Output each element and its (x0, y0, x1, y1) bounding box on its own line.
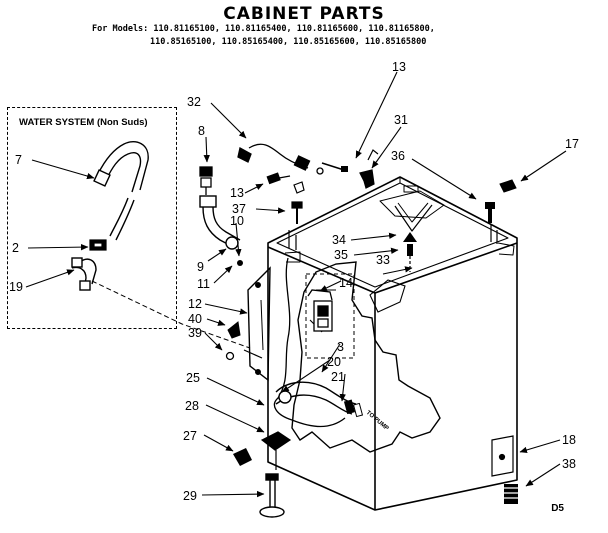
callout-25: 25 (186, 371, 200, 385)
callout-3: 3 (337, 340, 344, 354)
callout-10: 10 (230, 214, 244, 228)
screw-38 (504, 484, 518, 504)
callout-20: 20 (327, 355, 341, 369)
cabinet-cutaway (291, 261, 441, 453)
timer-block (307, 289, 333, 332)
screw-13-top-head (341, 166, 348, 172)
callout-14: 14 (339, 276, 353, 290)
callout-17: 17 (565, 137, 579, 151)
callout-8: 8 (198, 124, 205, 138)
screw-37 (291, 201, 303, 224)
callout-7: 7 (15, 153, 22, 167)
callout-13-top: 13 (392, 60, 406, 74)
control-zone-outline (305, 273, 355, 359)
bracket-28 (260, 431, 292, 470)
callout-31: 31 (394, 113, 408, 127)
ws-elbow-19 (71, 257, 97, 291)
brace-18 (491, 435, 514, 477)
diagram-code: D5 (551, 503, 564, 514)
part-35 (407, 244, 413, 256)
callout-11: 11 (197, 277, 210, 291)
callout-35: 35 (334, 248, 348, 262)
clip-27 (233, 448, 252, 466)
screw-13 (266, 172, 305, 194)
side-panel (247, 266, 271, 382)
callout-37: 37 (232, 202, 246, 216)
leveling-leg-29 (259, 473, 285, 518)
fill-hose-9 (199, 195, 241, 250)
callout-27: 27 (183, 429, 197, 443)
part-39-line (243, 349, 263, 359)
diagram-title: CABINET PARTS (223, 4, 385, 24)
part-34 (403, 232, 417, 242)
clip-40 (227, 321, 241, 339)
water-level-switch-wire (237, 143, 324, 175)
callout-28: 28 (185, 399, 199, 413)
callout-39: 39 (188, 326, 202, 340)
callout-21: 21 (331, 370, 345, 384)
ws-leader-line (91, 280, 251, 349)
models-line-2: 110.85165100, 110.85165400, 110.85165600… (150, 37, 427, 47)
callout-12: 12 (188, 297, 202, 311)
callout-40: 40 (188, 312, 202, 326)
callout-19: 19 (9, 280, 23, 294)
callout-32: 32 (187, 95, 201, 109)
callout-13-left: 13 (230, 186, 244, 200)
bracket-31 (359, 149, 379, 189)
water-system-box (7, 107, 177, 329)
models-line-1: For Models: 110.81165100, 110.81165400, … (92, 24, 435, 34)
ws-clamp-2 (89, 239, 107, 251)
callout-numbers: 13 31 32 8 36 17 7 13 37 34 2 10 35 33 9… (9, 60, 579, 503)
callout-29: 29 (183, 489, 197, 503)
screw-11 (237, 260, 243, 266)
callout-2: 2 (12, 241, 19, 255)
part-39 (225, 351, 235, 361)
callout-36: 36 (391, 149, 405, 163)
screw-13-top (321, 162, 345, 171)
callout-33: 33 (376, 253, 390, 267)
clip-17 (499, 179, 517, 193)
screw-36 (485, 202, 495, 223)
cabinet (267, 176, 518, 511)
water-system-label: WATER SYSTEM (Non Suds) (19, 117, 148, 128)
callout-18: 18 (562, 433, 576, 447)
leader-lines (25, 71, 567, 498)
outlet-clamp (343, 399, 364, 418)
ws-hose-7 (93, 141, 149, 241)
callout-38: 38 (562, 457, 576, 471)
to-pump-note: TO PUMP (365, 410, 390, 432)
callout-9: 9 (197, 260, 204, 274)
valve-part (199, 166, 213, 195)
callout-34: 34 (332, 233, 346, 247)
